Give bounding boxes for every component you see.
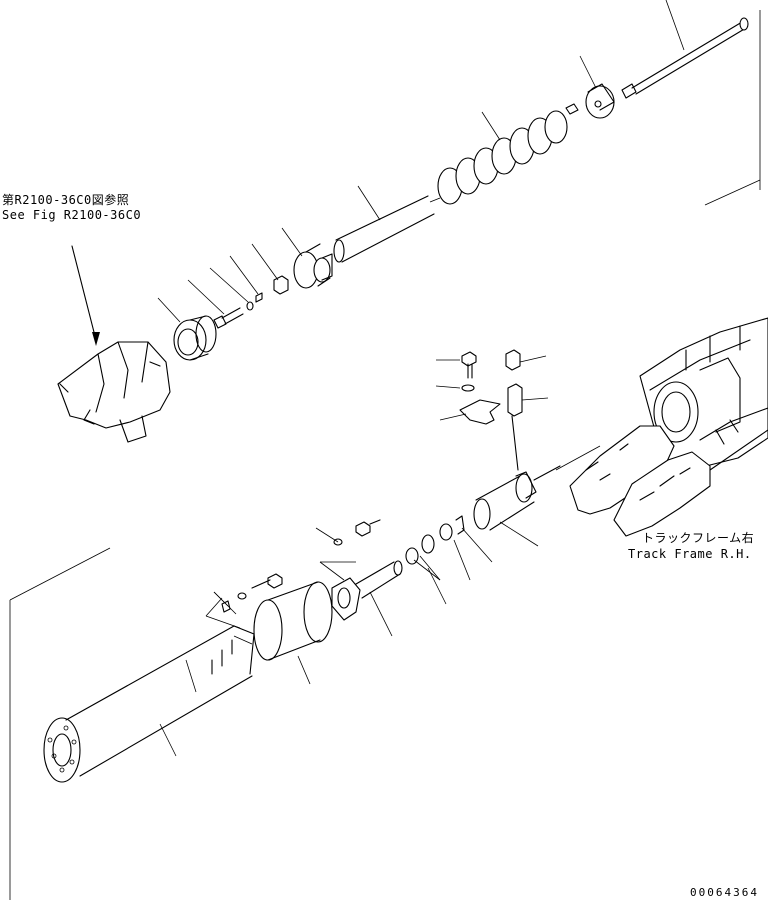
frame-lines-lower — [9, 547, 253, 900]
flange-nut — [585, 83, 615, 119]
bushing-ring — [173, 315, 217, 361]
drawing-number: 00064364 — [690, 886, 759, 899]
track-frame — [569, 317, 768, 537]
lower-bolts — [221, 519, 381, 613]
piston-rod — [331, 560, 403, 621]
leader-lines-upper — [157, 0, 685, 323]
reference-arrow — [71, 245, 100, 346]
grease-fitting-parts — [459, 349, 523, 471]
reference-note-jp: 第R2100-36C0図参照 — [2, 193, 130, 207]
track-frame-label-jp: トラックフレーム右 — [642, 531, 755, 545]
washer — [246, 301, 254, 311]
leader-lines-mid — [435, 355, 549, 421]
spring-plate — [293, 243, 333, 289]
assembly-axis-line — [429, 197, 441, 203]
track-frame-label-en: Track Frame R.H. — [628, 547, 752, 561]
cylinder-sleeve — [253, 581, 333, 661]
spring-tube — [333, 195, 435, 263]
recoil-cylinder — [473, 465, 561, 531]
leader-lines-lower — [159, 521, 539, 757]
reference-note-en: See Fig R2100-36C0 — [2, 208, 142, 222]
small-nut — [273, 275, 289, 295]
bracket-housing — [57, 341, 171, 443]
frame-border-line — [704, 179, 761, 206]
lock-clip — [255, 292, 263, 303]
main-cylinder — [43, 625, 255, 783]
assembly-axis-line — [555, 445, 601, 471]
tie-rod — [621, 17, 749, 99]
recoil-spring — [437, 103, 579, 205]
seal-rings — [405, 515, 465, 565]
bolt — [213, 307, 244, 329]
